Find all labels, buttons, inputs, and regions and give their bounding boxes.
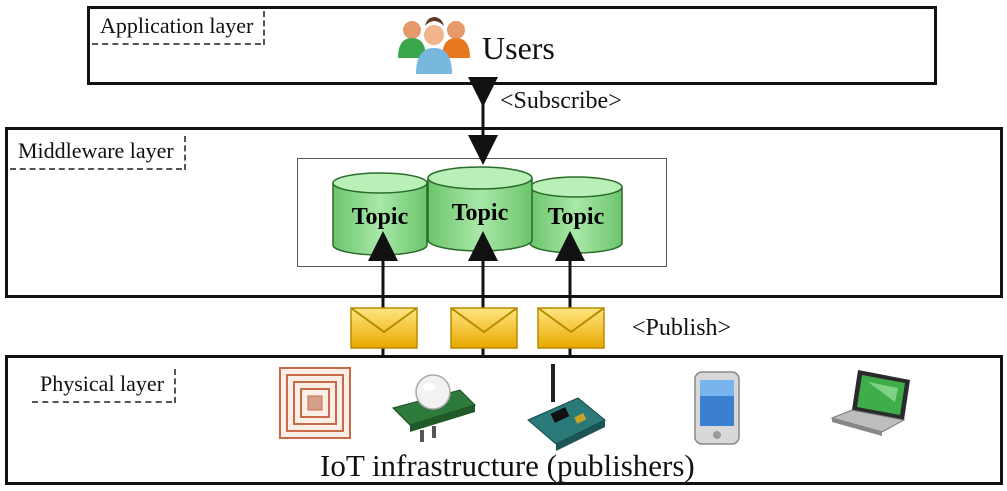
application-layer-label: Application layer	[92, 11, 266, 45]
middleware-layer-label: Middleware layer	[10, 136, 186, 170]
smartphone-icon	[694, 371, 740, 445]
envelope-icon	[537, 307, 605, 349]
topic-label-2: Topic	[452, 200, 509, 226]
laptop-icon	[830, 370, 910, 436]
subscribe-label: <Subscribe>	[500, 88, 622, 114]
users-label: Users	[482, 30, 555, 66]
application-layer-box	[87, 6, 937, 85]
topic-cylinder-3	[529, 176, 623, 254]
publish-label: <Publish>	[632, 315, 732, 341]
rfid-tag-icon	[279, 367, 351, 439]
physical-layer-caption: IoT infrastructure (publishers)	[320, 448, 695, 483]
users-icon	[398, 17, 470, 74]
motion-sensor-icon	[392, 374, 476, 442]
topic-label-1: Topic	[352, 204, 409, 230]
topic-cylinder-1	[332, 172, 428, 256]
topic-label-3: Topic	[548, 204, 605, 230]
sensor-board-icon	[527, 364, 606, 451]
envelope-icon	[350, 307, 418, 349]
physical-layer-box	[5, 355, 1003, 485]
physical-layer-label: Physical layer	[32, 369, 177, 403]
envelope-icon	[450, 307, 518, 349]
